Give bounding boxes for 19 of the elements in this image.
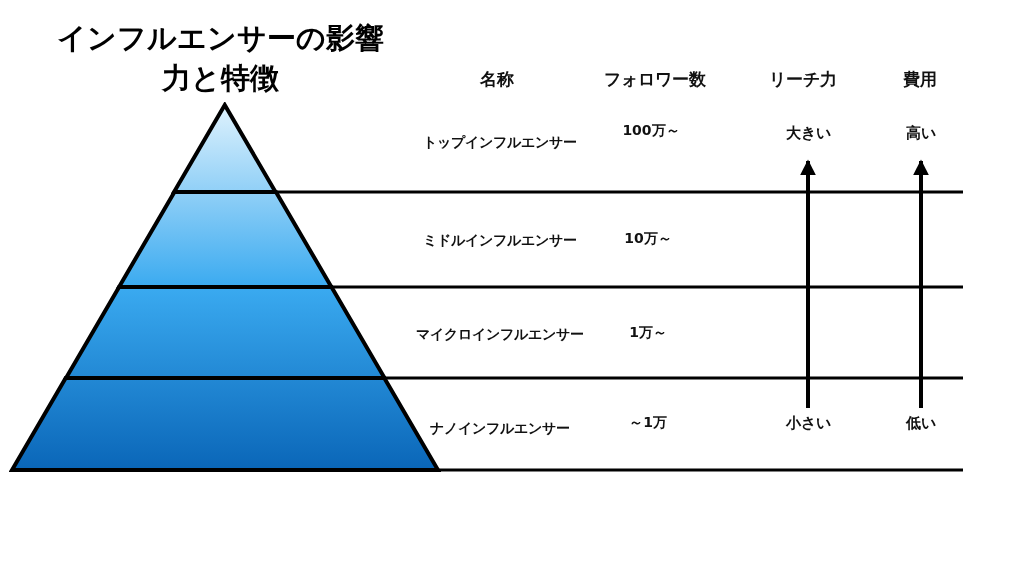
- column-header: フォロワー数: [604, 68, 706, 91]
- follower-count: 10万～: [624, 230, 672, 248]
- tier-name: ナノインフルエンサー: [430, 420, 570, 438]
- follower-count: ～1万: [629, 414, 667, 432]
- scale-label: 大きい: [785, 124, 831, 143]
- follower-count: 1万～: [629, 324, 667, 342]
- title: インフルエンサーの影響力と特徴: [55, 20, 385, 97]
- follower-count: 100万～: [622, 122, 680, 140]
- tier-name: マイクロインフルエンサー: [416, 326, 584, 344]
- scale-label: 低い: [906, 414, 936, 433]
- arrow: [800, 159, 816, 408]
- column-header: リーチ力: [769, 68, 837, 91]
- tier-name: トップインフルエンサー: [423, 134, 577, 152]
- arrow: [913, 159, 929, 408]
- column-header: 名称: [480, 68, 514, 91]
- scale-label: 高い: [906, 124, 936, 143]
- column-header: 費用: [903, 68, 937, 91]
- scale-label: 小さい: [785, 414, 831, 433]
- tier-name: ミドルインフルエンサー: [423, 232, 577, 250]
